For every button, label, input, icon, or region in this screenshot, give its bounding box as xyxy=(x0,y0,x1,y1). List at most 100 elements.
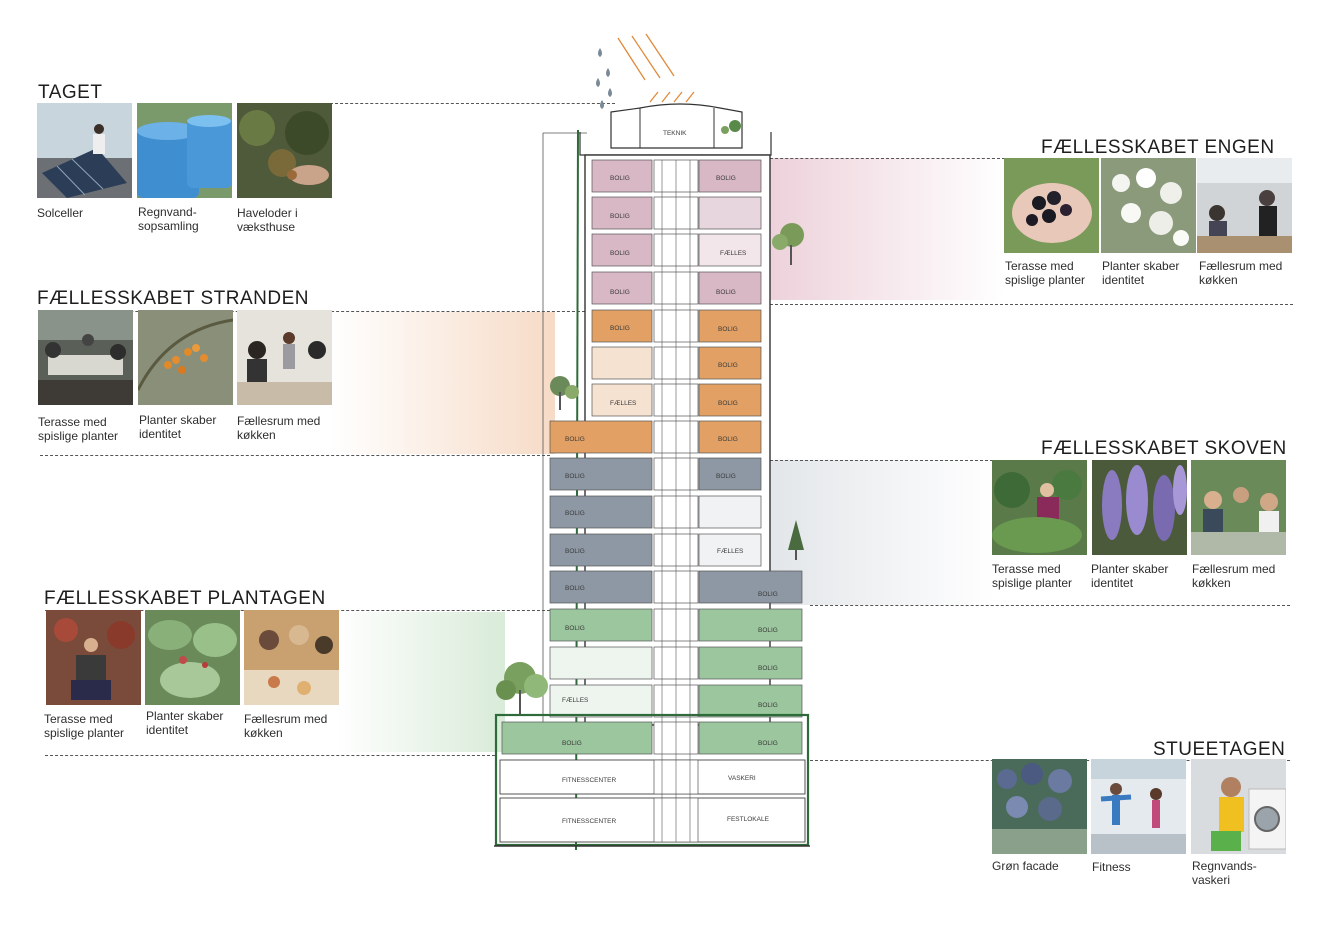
label-bolig: BOLIG xyxy=(565,436,585,443)
plant-icon xyxy=(721,120,741,134)
photo-stranden-terrasse xyxy=(38,310,133,405)
heading-plantagen: FÆLLESSKABET PLANTAGEN xyxy=(44,588,326,609)
floor-pink-1: BOLIG BOLIG xyxy=(591,159,762,193)
floor-blue-2: BOLIG xyxy=(549,495,762,529)
caption-plantagen-2: Planter skaber identitet xyxy=(146,709,224,737)
label-bolig: BOLIG xyxy=(758,627,778,634)
caption-regnvand: Regnvand- sopsamling xyxy=(138,205,199,233)
floor-pink-3: BOLIG FÆLLES xyxy=(591,233,762,267)
label-teknik: TEKNIK xyxy=(663,130,687,137)
label-bolig: BOLIG xyxy=(758,665,778,672)
photo-haveloder xyxy=(237,103,332,198)
floor-orange-2: BOLIG xyxy=(591,346,762,380)
label-faelles: FÆLLES xyxy=(562,697,589,704)
label-bolig: BOLIG xyxy=(718,362,738,369)
building-section: TEKNIK BOLIG BOLIG BOLIG BOLIG FÆLLES xyxy=(480,30,840,860)
label-bolig: BOLIG xyxy=(716,289,736,296)
floor-orange-1: BOLIG BOLIG xyxy=(591,309,762,343)
label-bolig: BOLIG xyxy=(610,175,630,182)
caption-stranden-3: Fællesrum med køkken xyxy=(237,414,321,442)
photo-engen-faellesrum xyxy=(1197,158,1292,253)
photo-stranden-faellesrum xyxy=(237,310,332,405)
photo-regnvand xyxy=(137,103,232,198)
photo-solceller xyxy=(37,103,132,198)
caption-engen-3: Fællesrum med køkken xyxy=(1199,259,1283,287)
label-faelles: FÆLLES xyxy=(610,400,637,407)
caption-plantagen-3: Fællesrum med køkken xyxy=(244,712,328,740)
dash-engen-bottom xyxy=(765,304,1293,305)
floor-green-4: BOLIG BOLIG xyxy=(501,721,803,755)
dash-skoven-top xyxy=(765,460,993,461)
caption-engen-2: Planter skaber identitet xyxy=(1102,259,1180,287)
label-faelles: FÆLLES xyxy=(717,548,744,555)
heading-taget: TAGET xyxy=(38,82,103,103)
floor-pink-2: BOLIG xyxy=(591,196,762,230)
rain-drops-icon xyxy=(596,48,612,109)
photo-engen-terrasse xyxy=(1004,158,1099,253)
caption-solceller: Solceller xyxy=(37,206,84,220)
label-bolig: BOLIG xyxy=(716,175,736,182)
label-bolig: BOLIG xyxy=(758,591,778,598)
caption-skoven-1: Terasse med spislige planter xyxy=(992,562,1073,590)
photo-vaskeri xyxy=(1191,759,1286,854)
photo-skoven-terrasse xyxy=(992,460,1087,555)
floor-blue-4: BOLIG BOLIG xyxy=(549,570,803,604)
heading-stueetagen: STUEETAGEN xyxy=(1153,739,1286,760)
label-bolig: BOLIG xyxy=(565,585,585,592)
floor-orange-4: BOLIG BOLIG xyxy=(549,420,762,454)
tree-icon xyxy=(496,662,548,715)
ground-floor-2: FITNESSCENTER FESTLOKALE xyxy=(499,797,806,843)
label-fitness: FITNESSCENTER xyxy=(562,777,616,784)
dash-stranden-bottom xyxy=(40,455,550,456)
label-bolig: BOLIG xyxy=(610,250,630,257)
label-festlokale: FESTLOKALE xyxy=(727,816,770,823)
caption-stranden-2: Planter skaber identitet xyxy=(139,413,217,441)
label-bolig: BOLIG xyxy=(565,510,585,517)
heading-engen: FÆLLESSKABET ENGEN xyxy=(1041,137,1275,158)
caption-skoven-2: Planter skaber identitet xyxy=(1091,562,1169,590)
caption-haveloder: Haveloder i væksthuse xyxy=(237,206,298,234)
caption-plantagen-1: Terasse med spislige planter xyxy=(44,712,125,740)
label-bolig: BOLIG xyxy=(565,473,585,480)
label-bolig: BOLIG xyxy=(716,473,736,480)
label-faelles: FÆLLES xyxy=(720,250,747,257)
photo-stranden-planter xyxy=(138,310,233,405)
caption-groen-facade: Grøn facade xyxy=(992,859,1059,873)
label-bolig: BOLIG xyxy=(718,436,738,443)
tree-icon xyxy=(772,223,804,265)
caption-skoven-3: Fællesrum med køkken xyxy=(1192,562,1276,590)
floor-blue-1: BOLIG BOLIG xyxy=(549,457,762,491)
label-bolig: BOLIG xyxy=(610,325,630,332)
label-bolig: BOLIG xyxy=(610,289,630,296)
building-section-svg: TEKNIK BOLIG BOLIG BOLIG BOLIG FÆLLES xyxy=(494,33,810,851)
label-bolig: BOLIG xyxy=(565,625,585,632)
ground-floor-1: FITNESSCENTER VASKERI xyxy=(499,759,806,795)
caption-engen-1: Terasse med spislige planter xyxy=(1005,259,1086,287)
label-bolig: BOLIG xyxy=(610,213,630,220)
dash-taget xyxy=(330,103,615,104)
floor-blue-3: BOLIG FÆLLES xyxy=(549,533,762,567)
photo-plantagen-planter xyxy=(145,610,240,705)
heading-stranden: FÆLLESSKABET STRANDEN xyxy=(37,288,310,309)
floor-pink-4: BOLIG BOLIG xyxy=(591,271,762,305)
label-bolig: BOLIG xyxy=(758,702,778,709)
glow-plantagen xyxy=(335,612,505,752)
dash-engen-top xyxy=(765,158,1005,159)
photo-plantagen-faellesrum xyxy=(244,610,339,705)
heading-skoven: FÆLLESSKABET SKOVEN xyxy=(1041,438,1287,459)
photo-skoven-planter xyxy=(1092,460,1187,555)
photo-fitness xyxy=(1091,759,1186,854)
dash-skoven-bottom xyxy=(810,605,1290,606)
glow-stranden xyxy=(330,312,555,454)
label-bolig: BOLIG xyxy=(758,740,778,747)
label-bolig: BOLIG xyxy=(565,548,585,555)
photo-engen-planter xyxy=(1101,158,1196,253)
caption-fitness: Fitness xyxy=(1092,860,1131,874)
label-bolig: BOLIG xyxy=(562,740,582,747)
label-vaskeri: VASKERI xyxy=(728,775,756,782)
photo-groen-facade xyxy=(992,759,1087,854)
tree-icon xyxy=(550,376,579,410)
sun-rays-icon xyxy=(617,33,695,103)
label-bolig: BOLIG xyxy=(718,326,738,333)
label-fitness: FITNESSCENTER xyxy=(562,818,616,825)
